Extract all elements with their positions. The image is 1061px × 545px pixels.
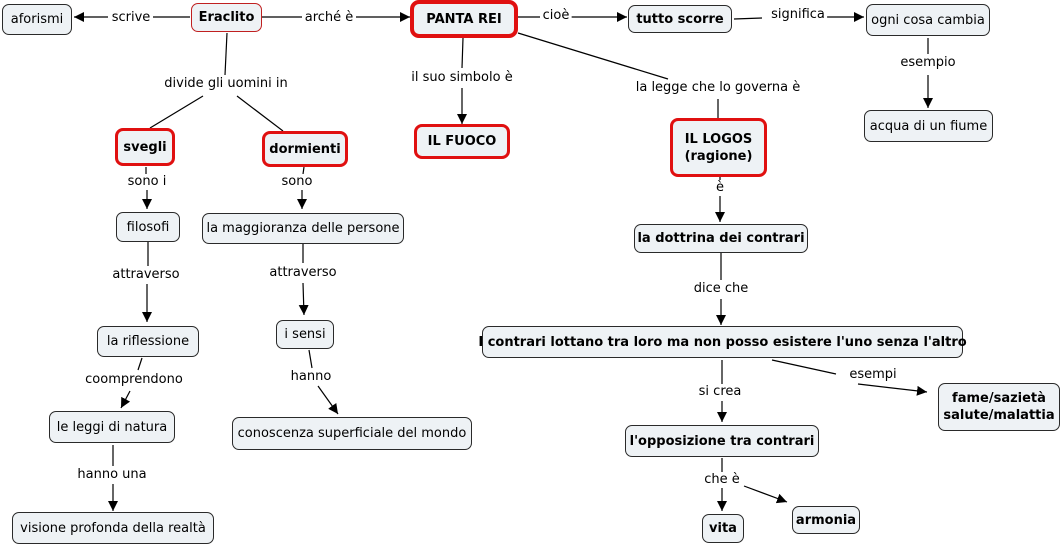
node-panta-rei-label: PANTA REI [426,11,502,27]
link-label-hanno: hanno [288,369,334,385]
link-label-scrive: scrive [109,10,153,26]
link-label-esempi: esempi [847,367,899,383]
node-eraclito[interactable]: Eraclito [191,3,262,32]
link-label-esempio: esempio [898,55,958,71]
edge-divide-in [224,32,228,76]
edge-coomp-out [120,390,131,409]
node-il-logos-sublabel: (ragione) [684,148,753,164]
node-contrari-lottano[interactable]: I contrari lottano tra loro ma non posso… [478,326,967,358]
node-vita-label: vita [709,521,737,536]
edge-simbolo-in [461,37,464,69]
node-opposizione-tra-contrari-label: l'opposizione tra contrari [629,433,815,449]
node-armonia-label: armonia [795,512,857,528]
node-maggioranza[interactable]: la maggioranza delle persone [202,213,404,244]
node-filosofi[interactable]: filosofi [116,212,180,242]
node-dottrina-dei-contrari-label: la dottrina dei contrari [637,231,805,246]
node-la-riflessione-label: la riflessione [106,334,190,349]
node-filosofi-label: filosofi [126,219,170,235]
node-dormienti-label: dormienti [269,141,341,157]
node-il-fuoco[interactable]: IL FUOCO [414,124,510,159]
node-dormienti[interactable]: dormienti [262,131,348,167]
node-panta-rei[interactable]: PANTA REI [410,0,518,38]
node-contrari-lottano-label: I contrari lottano tra loro ma non posso… [478,334,967,350]
node-aforismi[interactable]: aforismi [2,4,72,35]
link-label-dice-che: dice che [691,281,751,297]
edge-hanno-out [317,385,339,415]
edge-divide-svegli [149,95,204,129]
edge-esempi-in [771,359,837,375]
node-tutto-scorre-label: tutto scorre [636,11,724,27]
edge-coomp-in [137,357,143,371]
link-label-attraverso-2: attraverso [267,265,339,281]
node-fame-sazieta-line1: fame/sazietà [952,391,1046,406]
edge-attr2-out [298,282,309,316]
node-fame-sazieta-line2: salute/malattia [943,408,1055,423]
node-armonia[interactable]: armonia [792,506,860,534]
node-conoscenza-superficiale-label: conoscenza superficiale del mondo [237,426,467,441]
node-visione-profonda-label: visione profonda della realtà [20,520,206,536]
edge-esempi-out [857,383,928,396]
node-il-logos[interactable]: IL LOGOS (ragione) [670,118,767,177]
node-ogni-cosa-cambia[interactable]: ogni cosa cambia [866,4,990,36]
node-le-leggi-di-natura[interactable]: le leggi di natura [49,411,175,443]
edge-legge-in [517,32,669,80]
link-label-sono-i: sono i [125,174,169,190]
node-aforismi-label: aforismi [10,12,64,27]
node-vita[interactable]: vita [702,514,744,543]
link-label-attraverso-1: attraverso [110,267,182,283]
link-label-arche: arché è [302,10,356,26]
edge-chee-armonia [743,485,788,504]
edge-sono-in [302,166,305,175]
node-dottrina-dei-contrari[interactable]: la dottrina dei contrari [634,224,808,253]
node-acqua-di-un-fiume[interactable]: acqua di un fiume [864,110,993,142]
link-label-hanno-una: hanno una [75,467,149,483]
edge-hanno-in [308,349,313,369]
link-label-si-crea: si crea [696,384,744,400]
node-ogni-cosa-cambia-label: ogni cosa cambia [871,12,985,28]
node-il-fuoco-label: IL FUOCO [427,134,497,149]
link-label-significa: significa [769,7,827,23]
link-label-sono: sono [279,174,315,190]
node-opposizione-tra-contrari[interactable]: l'opposizione tra contrari [625,425,819,457]
edge-divide-dormienti [236,95,284,132]
node-acqua-di-un-fiume-label: acqua di un fiume [869,118,988,134]
node-i-sensi-label: i sensi [284,327,326,342]
link-label-coomprendono: coomprendono [83,372,185,388]
node-svegli[interactable]: svegli [115,128,175,166]
node-eraclito-label: Eraclito [198,10,255,25]
link-label-simbolo: il suo simbolo è [409,70,515,86]
node-svegli-label: svegli [123,139,167,155]
node-il-logos-label: IL LOGOS [684,131,753,147]
link-label-legge: la legge che lo governa è [633,80,803,96]
edge-significa-in [733,17,763,20]
node-i-sensi[interactable]: i sensi [276,320,334,349]
node-fame-sazieta[interactable]: fame/sazietà salute/malattia [938,383,1060,431]
node-conoscenza-superficiale[interactable]: conoscenza superficiale del mondo [232,417,472,450]
node-visione-profonda[interactable]: visione profonda della realtà [12,512,214,544]
node-la-riflessione[interactable]: la riflessione [97,326,199,357]
link-label-che-e: che è [702,472,742,488]
link-label-divide: divide gli uomini in [162,76,290,92]
node-tutto-scorre[interactable]: tutto scorre [628,5,732,33]
link-label-e: è [714,180,726,196]
node-le-leggi-di-natura-label: le leggi di natura [56,419,168,435]
node-maggioranza-label: la maggioranza delle persone [206,221,400,236]
link-label-cioe: cioè [540,8,572,24]
